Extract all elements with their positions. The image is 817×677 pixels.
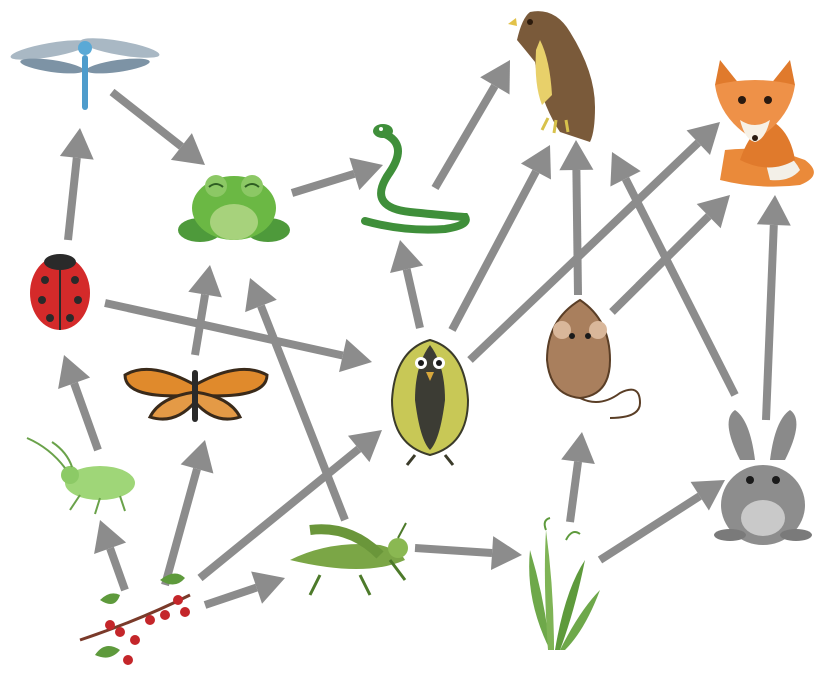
butterfly-icon xyxy=(125,369,267,422)
arrow-grasshopper-to-grass xyxy=(415,536,522,570)
dragonfly-icon xyxy=(9,34,160,110)
arrow-rabbit-to-fox xyxy=(757,195,791,420)
arrow-grass-to-mouse xyxy=(561,432,595,522)
arrow-layer xyxy=(58,60,791,605)
arrow-bird-to-snake xyxy=(390,240,423,328)
arrow-grasshopper-to-frog xyxy=(245,278,345,520)
berry-branch-icon xyxy=(80,573,190,665)
arrow-ladybug-to-dragonfly xyxy=(60,128,94,240)
arrow-berries-to-grasshopper xyxy=(205,571,285,605)
mouse-icon xyxy=(547,300,640,418)
ladybug-icon xyxy=(30,254,90,330)
arrow-frog-to-snake xyxy=(292,158,383,193)
rabbit-icon xyxy=(714,410,812,545)
arrow-butterfly-to-frog xyxy=(188,265,222,355)
arrow-berries-to-butterfly xyxy=(165,440,213,585)
hawk-icon xyxy=(508,11,595,142)
arrow-rabbit-to-hawk xyxy=(610,152,735,395)
grass-icon xyxy=(529,518,600,650)
snake-icon xyxy=(365,124,466,230)
fox-icon xyxy=(715,60,814,187)
aphid-icon xyxy=(27,438,135,514)
frog-icon xyxy=(178,175,290,242)
arrow-dragonfly-to-frog xyxy=(112,92,205,165)
arrow-berries-to-aphid xyxy=(94,520,126,590)
arrow-ladybug-to-bird xyxy=(105,303,372,372)
arrow-aphid-to-ladybug xyxy=(58,355,98,450)
bird-icon xyxy=(392,340,468,465)
grasshopper-icon xyxy=(290,523,408,595)
arrow-snake-to-hawk xyxy=(435,60,510,188)
arrow-grass-to-rabbit xyxy=(600,480,725,560)
